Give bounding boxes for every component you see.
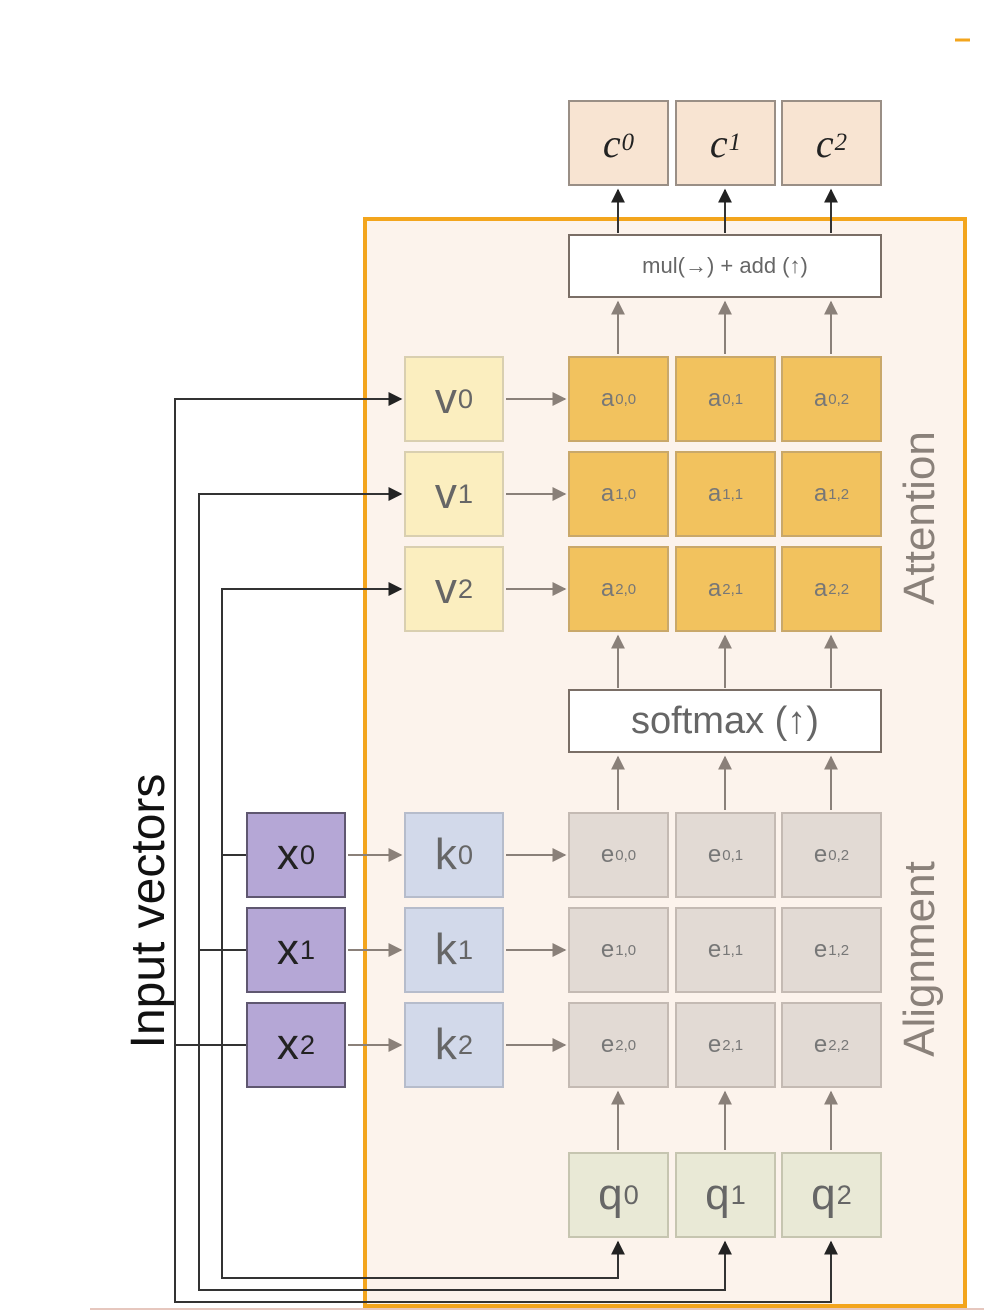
- self-attention-frame: [363, 217, 967, 1308]
- input-bus-to-v1: [198, 487, 403, 950]
- input-bus-to-q1: [198, 950, 732, 1291]
- input-bus-to-q0: [221, 855, 625, 1279]
- input-bus-to-v0: [174, 392, 403, 1045]
- input-bus-to-v2: [221, 582, 403, 855]
- input-bus-to-q2: [174, 1045, 838, 1303]
